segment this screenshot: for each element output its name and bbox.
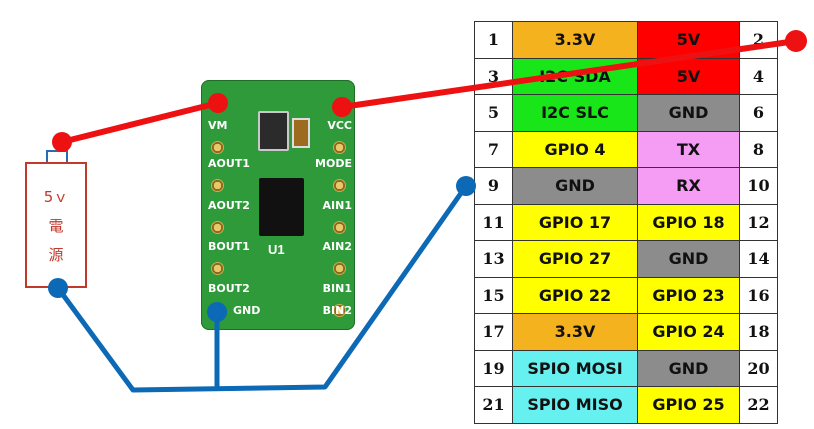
pin-signal-odd: GPIO 4 bbox=[512, 130, 638, 168]
pin-signal-even: GPIO 24 bbox=[637, 313, 740, 351]
pin-number-even: 4 bbox=[739, 57, 778, 95]
module-pin-label-left: AOUT2 bbox=[208, 199, 250, 212]
pin-signal-odd: 3.3V bbox=[512, 21, 638, 59]
pin-number-odd: 3 bbox=[474, 57, 513, 95]
module-pin-label-right: MODE bbox=[315, 157, 352, 170]
pin-signal-even: GND bbox=[637, 94, 740, 132]
pin-signal-even: GPIO 23 bbox=[637, 276, 740, 314]
pin-signal-even: GPIO 18 bbox=[637, 203, 740, 241]
pin-number-odd: 17 bbox=[474, 313, 513, 351]
power-supply-box bbox=[25, 162, 87, 288]
pin-number-odd: 19 bbox=[474, 349, 513, 387]
wire-junction-5v bbox=[785, 30, 807, 52]
pin-signal-odd: I2C SLC bbox=[512, 94, 638, 132]
pin-signal-odd: GPIO 22 bbox=[512, 276, 638, 314]
pin-number-even: 14 bbox=[739, 240, 778, 278]
module-pin-label-right: AIN1 bbox=[322, 199, 352, 212]
pin-signal-even: GPIO 25 bbox=[637, 386, 740, 424]
pin-number-even: 8 bbox=[739, 130, 778, 168]
power-supply-terminal bbox=[46, 150, 68, 163]
module-pin-right bbox=[333, 141, 346, 154]
power-supply-label-2: 源 bbox=[48, 246, 64, 264]
module-pin-label-left: BOUT2 bbox=[208, 282, 250, 295]
module-pin-label-right: AIN2 bbox=[322, 240, 352, 253]
power-supply-voltage: 5ｖ bbox=[43, 188, 69, 206]
module-pin-right bbox=[333, 221, 346, 234]
pin-signal-even: GND bbox=[637, 349, 740, 387]
wire-junction-supply-plus bbox=[52, 132, 72, 152]
pin-signal-odd: 3.3V bbox=[512, 313, 638, 351]
power-wire-vcc-to-5v bbox=[339, 38, 799, 110]
pin-signal-odd: GND bbox=[512, 167, 638, 205]
pin-signal-odd: SPIO MISO bbox=[512, 386, 638, 424]
pin-signal-odd: GPIO 27 bbox=[512, 240, 638, 278]
pin-number-odd: 11 bbox=[474, 203, 513, 241]
driver-chip bbox=[259, 178, 304, 236]
wire-junction-gnd-pin9 bbox=[456, 176, 476, 196]
module-pin-left bbox=[211, 262, 224, 275]
chip-label: U1 bbox=[268, 242, 285, 257]
module-pin-right bbox=[333, 262, 346, 275]
module-pin-right bbox=[333, 179, 346, 192]
module-pin-label-right: BIN1 bbox=[322, 282, 352, 295]
module-pin-label-left: GND bbox=[233, 304, 261, 317]
ground-wire-supply-to-gnd bbox=[55, 183, 469, 393]
wire-junction-supply-minus bbox=[48, 278, 68, 298]
module-pin-label-left: BOUT1 bbox=[208, 240, 250, 253]
wire-junction-module-gnd bbox=[207, 302, 227, 322]
pin-number-odd: 13 bbox=[474, 240, 513, 278]
capacitor bbox=[258, 111, 289, 151]
pin-number-even: 10 bbox=[739, 167, 778, 205]
wire-junction-vcc bbox=[332, 97, 352, 117]
pin-signal-even: GND bbox=[637, 240, 740, 278]
power-supply-label-1: 電 bbox=[48, 217, 64, 235]
module-pin-right bbox=[333, 304, 346, 317]
pin-number-even: 12 bbox=[739, 203, 778, 241]
pin-number-odd: 9 bbox=[474, 167, 513, 205]
pin-number-even: 22 bbox=[739, 386, 778, 424]
module-pin-label-right: BIN2 bbox=[322, 304, 352, 317]
wire-junction-vm bbox=[208, 93, 228, 113]
module-pin-label-right: VCC bbox=[327, 119, 352, 132]
pin-number-even: 2 bbox=[739, 21, 778, 59]
pin-number-odd: 1 bbox=[474, 21, 513, 59]
pin-number-odd: 21 bbox=[474, 386, 513, 424]
module-pin-left bbox=[211, 141, 224, 154]
module-pin-left bbox=[211, 221, 224, 234]
pin-number-even: 20 bbox=[739, 349, 778, 387]
pin-number-odd: 5 bbox=[474, 94, 513, 132]
resistor bbox=[292, 118, 310, 148]
module-pin-label-left: VM bbox=[208, 119, 228, 132]
module-pin-label-left: AOUT1 bbox=[208, 157, 250, 170]
pin-number-even: 16 bbox=[739, 276, 778, 314]
module-pin-left bbox=[211, 179, 224, 192]
pin-number-even: 18 bbox=[739, 313, 778, 351]
power-wire-supply-to-vm bbox=[59, 100, 221, 145]
